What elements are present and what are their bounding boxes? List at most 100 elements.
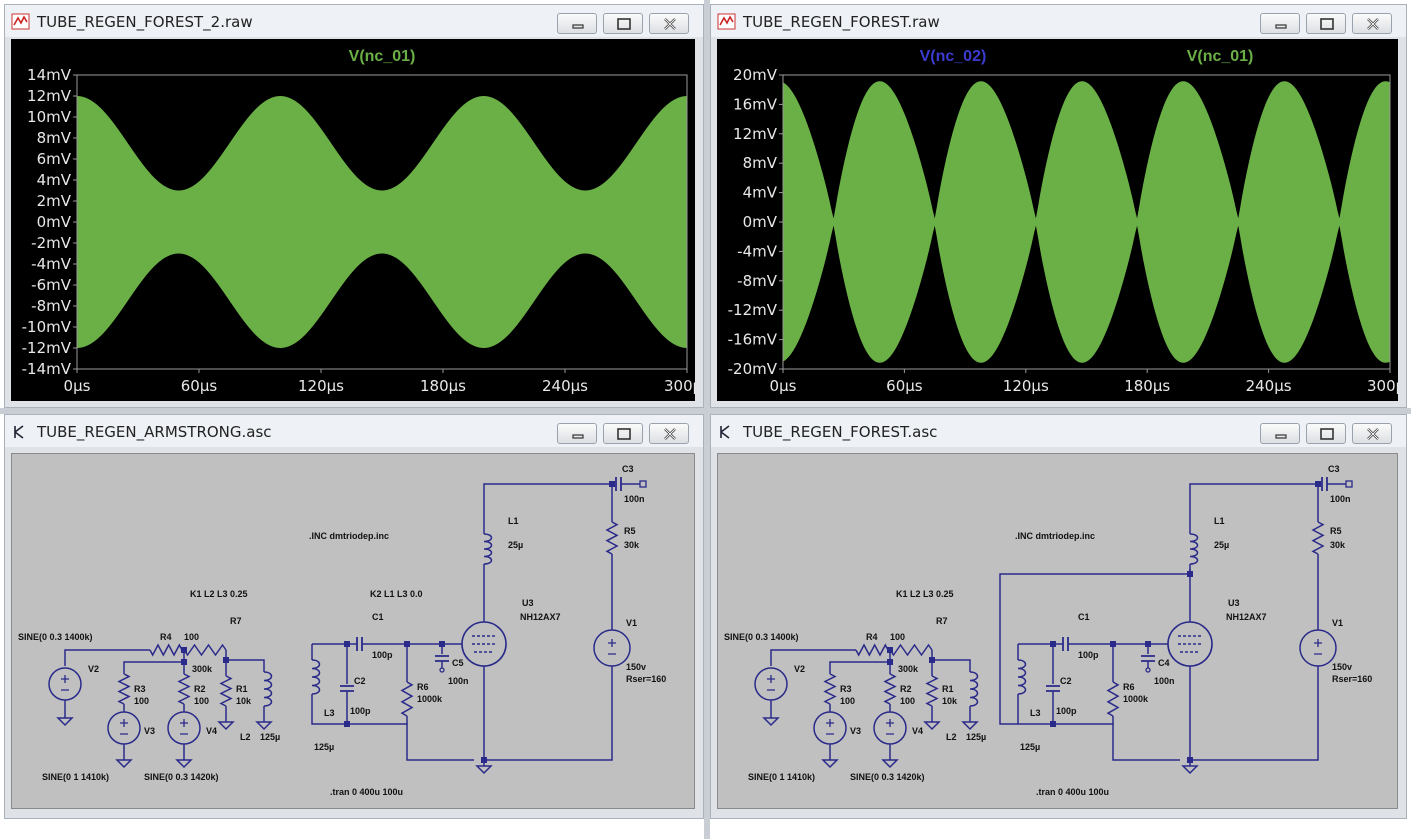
window-title: TUBE_REGEN_ARMSTRONG.asc xyxy=(37,423,272,441)
y-tick-label: 20mV xyxy=(733,66,778,84)
r7-value: 300k xyxy=(898,664,919,674)
u3-value: NH12AX7 xyxy=(520,612,561,622)
close-button[interactable] xyxy=(1352,423,1392,444)
minimize-button[interactable] xyxy=(1260,13,1300,34)
inductor-icon[interactable] xyxy=(1017,659,1027,695)
window-titlebar[interactable]: TUBE_REGEN_FOREST.asc xyxy=(711,415,1406,447)
wire xyxy=(123,650,185,674)
voltage-source-icon[interactable] xyxy=(107,711,141,745)
resistor-icon[interactable] xyxy=(889,643,933,657)
voltage-source-icon[interactable] xyxy=(754,667,788,701)
inductor-icon[interactable] xyxy=(263,671,273,707)
capacitor-icon[interactable] xyxy=(435,655,449,662)
resistor-icon[interactable] xyxy=(855,643,889,657)
voltage-source-icon[interactable] xyxy=(813,711,847,745)
r7-label: R7 xyxy=(230,616,242,626)
voltage-source-icon[interactable] xyxy=(593,629,631,667)
voltage-source-icon[interactable] xyxy=(167,711,201,745)
resistor-icon[interactable] xyxy=(823,673,837,705)
minimize-button[interactable] xyxy=(557,13,597,34)
triode-tube-icon[interactable] xyxy=(1167,621,1213,667)
voltage-source-icon[interactable] xyxy=(1299,629,1337,667)
restore-button[interactable] xyxy=(603,13,643,34)
restore-button[interactable] xyxy=(1306,13,1346,34)
minimize-button[interactable] xyxy=(1260,423,1300,444)
resistor-icon[interactable] xyxy=(177,673,191,705)
resistor-icon[interactable] xyxy=(183,643,227,657)
restore-button[interactable] xyxy=(603,423,643,444)
v4-source-spec: SINE(0 0.3 1420k) xyxy=(144,772,219,782)
wire xyxy=(999,569,1191,725)
waveform-plot: 20mV16mV12mV8mV4mV0mV-4mV-8mV-12mV-16mV-… xyxy=(728,48,1411,395)
y-tick-label: -6mV xyxy=(31,276,72,294)
minimize-icon xyxy=(572,434,584,439)
v1-label: V1 xyxy=(626,618,637,628)
r6-value: 1000k xyxy=(417,694,443,704)
resistor-icon[interactable] xyxy=(149,643,183,657)
close-icon xyxy=(664,428,676,440)
wire xyxy=(1053,716,1114,725)
minimize-button[interactable] xyxy=(557,423,597,444)
l1-label: L1 xyxy=(508,516,519,526)
x-tick-label: 60µs xyxy=(181,377,218,395)
resistor-icon[interactable] xyxy=(219,675,233,707)
inductor-icon[interactable] xyxy=(311,659,321,695)
wire xyxy=(1189,483,1318,534)
resistor-icon[interactable] xyxy=(925,675,939,707)
r3-label: R3 xyxy=(840,684,852,694)
inductor-icon[interactable] xyxy=(969,671,979,707)
capacitor-icon[interactable] xyxy=(615,477,622,491)
resistor-icon[interactable] xyxy=(883,673,897,705)
l3-value: 125µ xyxy=(1020,742,1040,752)
y-tick-label: -10mV xyxy=(22,318,72,336)
capacitor-icon[interactable] xyxy=(340,685,354,692)
r3-value: 100 xyxy=(134,696,149,706)
capacitor-icon[interactable] xyxy=(1321,477,1328,491)
voltage-source-icon[interactable] xyxy=(873,711,907,745)
ground-icon xyxy=(821,754,839,769)
resistor-icon[interactable] xyxy=(605,521,619,555)
ground-icon xyxy=(475,760,493,775)
c1-value: 100p xyxy=(372,650,393,660)
triode-tube-icon[interactable] xyxy=(461,621,507,667)
v2-label: V2 xyxy=(88,664,99,674)
resistor-icon[interactable] xyxy=(400,681,414,717)
capacitor-icon[interactable] xyxy=(1141,655,1155,662)
window-titlebar[interactable]: TUBE_REGEN_FOREST_2.raw xyxy=(5,5,703,37)
trace-envelope xyxy=(77,96,687,348)
resistor-icon[interactable] xyxy=(117,673,131,705)
window-titlebar[interactable]: TUBE_REGEN_FOREST.raw xyxy=(711,5,1406,37)
inductor-icon[interactable] xyxy=(483,533,493,565)
r1-label: R1 xyxy=(236,684,248,694)
window-titlebar[interactable]: TUBE_REGEN_ARMSTRONG.asc xyxy=(5,415,703,447)
resistor-icon[interactable] xyxy=(1311,521,1325,555)
waveform-plot: 14mV12mV10mV8mV6mV4mV2mV0mV-2mV-4mV-6mV-… xyxy=(22,48,711,395)
voltage-source-icon[interactable] xyxy=(48,667,82,701)
resistor-icon[interactable] xyxy=(1106,681,1120,717)
close-button[interactable] xyxy=(649,423,689,444)
c4-c5-value: 100n xyxy=(448,676,469,686)
wire xyxy=(225,650,265,672)
capacitor-icon[interactable] xyxy=(356,637,363,651)
x-tick-label: 60µs xyxy=(886,377,923,395)
capacitor-icon[interactable] xyxy=(1046,685,1060,692)
v3-label: V3 xyxy=(850,726,861,736)
pane-splitter-vertical[interactable] xyxy=(704,0,710,839)
trace-label[interactable]: V(nc_01) xyxy=(349,48,416,65)
close-button[interactable] xyxy=(1352,13,1392,34)
inductor-icon[interactable] xyxy=(1189,533,1199,565)
trace-label[interactable]: V(nc_02) xyxy=(920,48,987,65)
y-tick-label: -4mV xyxy=(737,242,778,260)
spice-directive-k2: K2 L1 L3 0.0 xyxy=(370,589,423,599)
trace-label[interactable]: V(nc_01) xyxy=(1187,48,1254,65)
restore-button[interactable] xyxy=(1306,423,1346,444)
y-tick-label: 10mV xyxy=(27,108,72,126)
v1-label: V1 xyxy=(1332,618,1343,628)
capacitor-icon[interactable] xyxy=(1062,637,1069,651)
close-button[interactable] xyxy=(649,13,689,34)
